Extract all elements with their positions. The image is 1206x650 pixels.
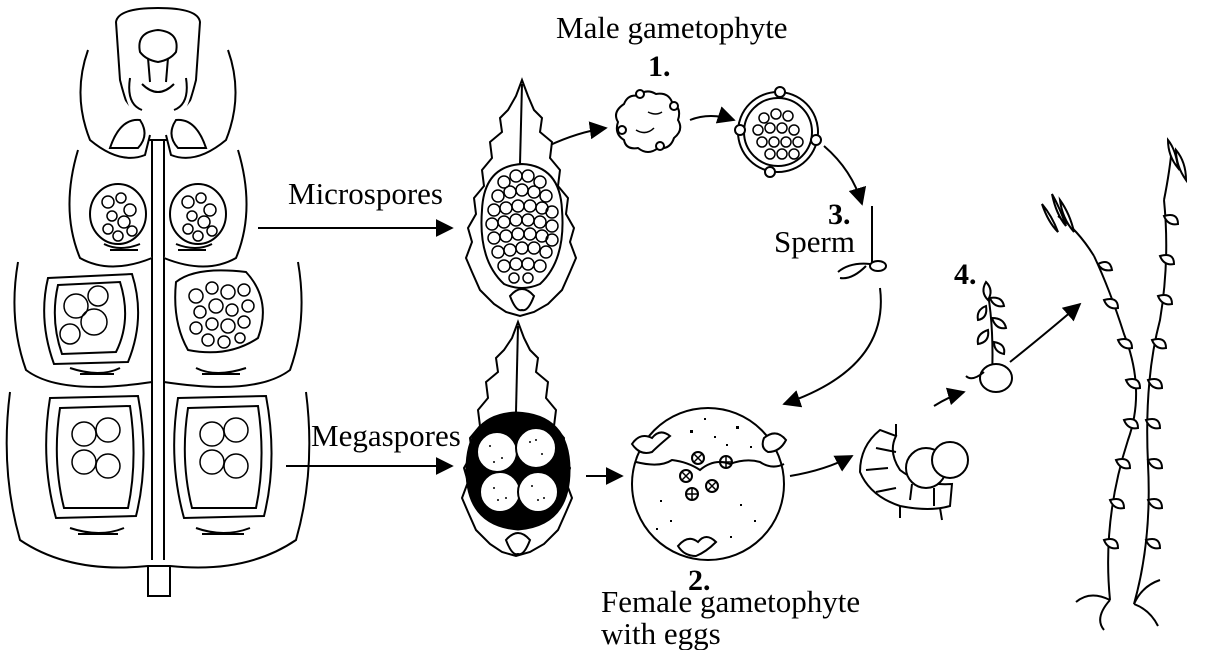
arrow-to-sperm <box>824 146 862 204</box>
step-4-label: 4. <box>954 260 977 290</box>
female-gametophyte-with-eggs <box>632 408 786 560</box>
arrow-to-young-sporophyte <box>934 392 964 406</box>
female-gametophyte-label: Female gametophyte <box>601 586 860 617</box>
microspore-mass <box>481 164 562 288</box>
arrow-to-mature-male <box>690 116 734 120</box>
young-sporophyte <box>966 282 1012 392</box>
mature-male-gametophyte <box>735 87 821 177</box>
arrow-to-adult-plant <box>1010 304 1080 362</box>
megaspores-label: Megaspores <box>311 420 461 451</box>
microspores-label: Microspores <box>288 178 443 209</box>
arrow-to-step1 <box>548 128 606 146</box>
microspore-step1 <box>616 90 680 152</box>
arrow-sperm-to-egg <box>784 288 881 404</box>
embryo <box>860 424 968 520</box>
strobilus <box>7 8 310 596</box>
step-1-label: 1. <box>648 52 671 82</box>
sperm-label: Sperm <box>774 226 855 257</box>
arrow-to-embryo <box>790 456 852 476</box>
cone-left <box>1042 194 1074 232</box>
microsporangium <box>466 80 576 316</box>
male-gametophyte-label: Male gametophyte <box>556 12 788 43</box>
with-eggs-label: with eggs <box>601 618 721 649</box>
megasporangium <box>462 322 572 556</box>
adult-sporophyte <box>1042 140 1186 630</box>
